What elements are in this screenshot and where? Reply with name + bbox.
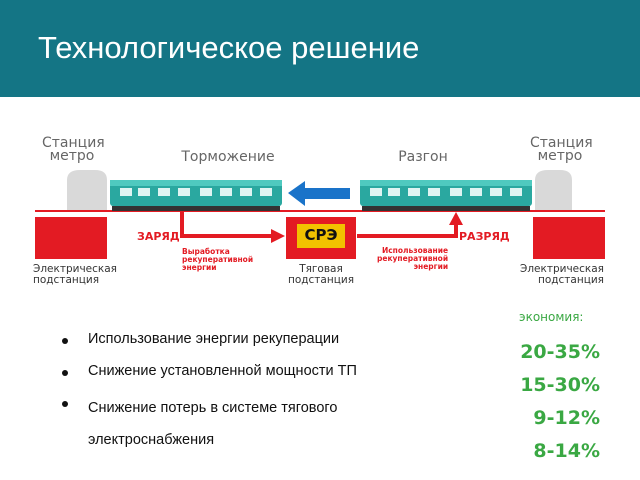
usage-note: Использование рекуперативной энергии [377,246,449,271]
left-station-platform [67,170,107,210]
charge-arrow-icon [180,211,272,238]
right-station-platform [535,170,572,210]
right-station-label: Станция метро [530,135,593,165]
traction-substation-label: Тяговая подстанция [287,263,355,287]
charge-arrowhead-icon [271,229,285,243]
left-substation-label: Электрическая подстанция [33,263,117,287]
economy-value-4: 8-14% [533,440,600,462]
scheme-diagram [35,170,605,259]
title-bar: Технологическое решение [0,0,640,97]
left-train-icon [110,180,282,211]
list-item: Снижение установленной мощности ТП [62,362,442,382]
right-substation-label: Электрическая подстанция [520,263,604,287]
page-title: Технологическое решение [38,30,420,65]
economy-value-1: 20-35% [520,341,600,363]
direction-arrow-icon [288,181,350,206]
discharge-arrowhead-icon [449,212,463,225]
list-item: Использование энергии рекуперации [62,330,442,350]
economy-value-3: 9-12% [533,407,600,429]
acceleration-label: Разгон [398,149,448,165]
discharge-arrow-icon [357,224,458,238]
economy-title: экономия: [519,310,584,324]
storage-box [297,224,345,248]
list-item: Снижение потерь в системе тягового элект… [62,393,442,457]
left-substation-block [35,217,107,259]
generation-note: Выработка рекуперативной энергии [182,247,254,272]
benefits-list: Использование энергии рекуперации Снижен… [62,330,442,469]
storage-label: СРЭ [304,226,338,244]
right-train-icon [360,180,532,211]
discharge-label: РАЗРЯД [459,230,510,243]
braking-label: Торможение [181,149,275,165]
left-station-label: Станция метро [42,135,105,165]
right-substation-block [533,217,605,259]
charge-label: ЗАРЯД [137,230,180,243]
economy-value-2: 15-30% [520,374,600,396]
